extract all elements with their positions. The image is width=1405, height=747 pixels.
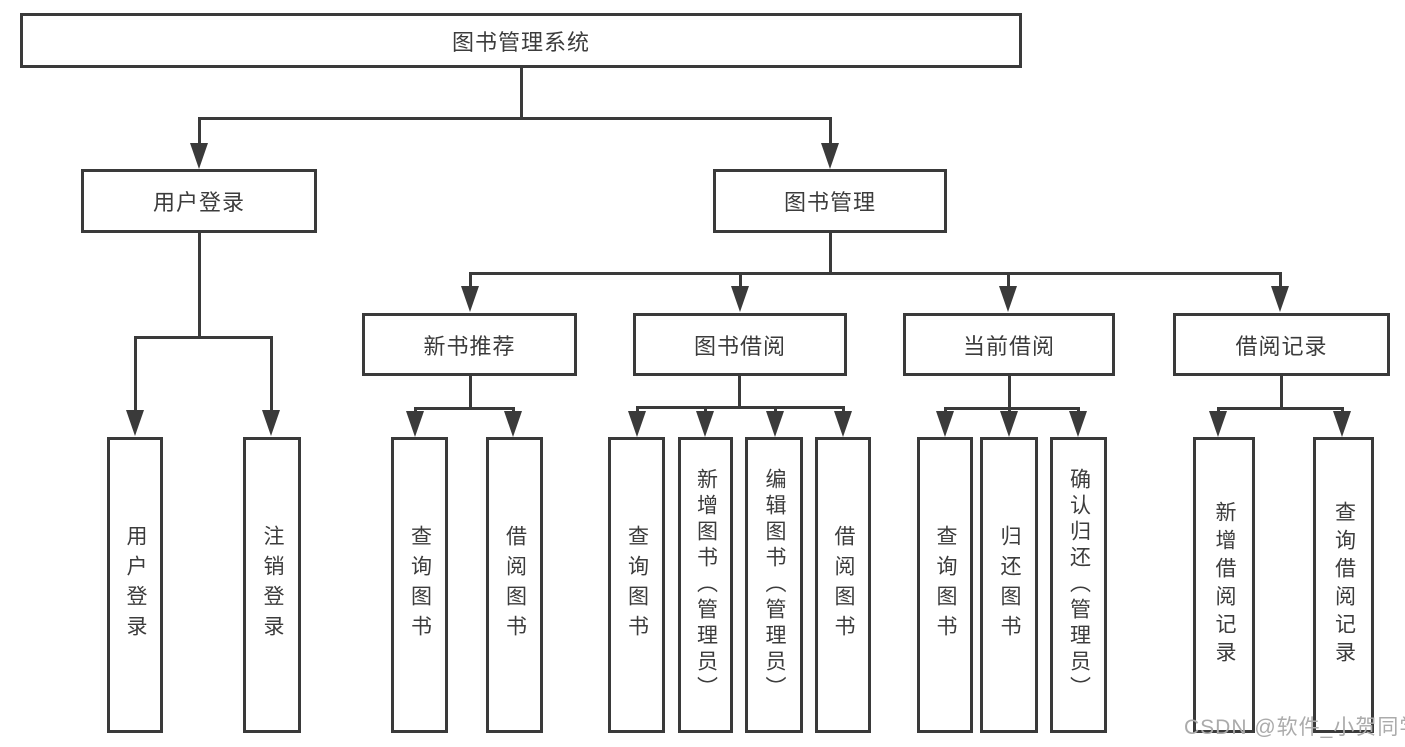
leaf-recommend-borrow-book: 借阅图书 [486, 437, 543, 733]
node-label: 图书管理 [783, 190, 876, 215]
node-label: 图书借阅 [693, 333, 786, 359]
node-label: 新增借阅记录 [1213, 501, 1236, 669]
connector-user-login-stem [198, 233, 201, 339]
node-label: 编辑图书（管理员） [763, 468, 786, 702]
connector-to-borrowing-records [1279, 272, 1282, 290]
arrowhead-down-icon [696, 411, 714, 437]
leaf-user-login: 用户登录 [107, 437, 163, 733]
node-label: 当前借阅 [962, 333, 1055, 359]
leaf-borrowing-edit-book: 编辑图书（管理员） [745, 437, 803, 733]
connector-recommend-stem [469, 376, 472, 409]
leaf-records-add-record: 新增借阅记录 [1193, 437, 1255, 733]
connector-records-stem [1280, 376, 1283, 409]
connector-root-rail [198, 117, 832, 120]
arrowhead-down-icon [461, 286, 479, 312]
connector-current-stem [1008, 376, 1011, 409]
leaf-logout: 注销登录 [243, 437, 301, 733]
leaf-borrowing-query-book: 查询图书 [608, 437, 665, 733]
node-label: 借阅图书 [503, 525, 527, 645]
connector-to-current-borrowing [1007, 272, 1010, 290]
connector-recommend-rail [414, 407, 514, 410]
arrowhead-down-icon [126, 410, 144, 436]
connector-root-to-book-management [829, 117, 832, 149]
arrowhead-down-icon [628, 411, 646, 437]
connector-user-login-rail [134, 336, 273, 339]
node-root-library-system: 图书管理系统 [20, 13, 1022, 68]
node-label: 借阅图书 [832, 525, 855, 645]
connector-to-book-borrowing [739, 272, 742, 290]
node-label: 确认归还（管理员） [1067, 468, 1091, 702]
arrowhead-down-icon [1271, 286, 1289, 312]
csdn-watermark: CSDN @软件_小贺同学 [1184, 716, 1405, 739]
node-label: 注销登录 [261, 525, 284, 645]
node-label: 用户登录 [124, 525, 147, 645]
node-user-login: 用户登录 [81, 169, 317, 233]
arrowhead-down-icon [999, 286, 1017, 312]
node-label: 查询借阅记录 [1332, 501, 1356, 669]
leaf-borrowing-add-book: 新增图书（管理员） [678, 437, 733, 733]
node-label: 图书管理系统 [451, 29, 590, 55]
node-borrowing-records: 借阅记录 [1173, 313, 1390, 376]
leaf-current-query-book: 查询图书 [917, 437, 973, 733]
arrowhead-down-icon [1209, 411, 1227, 437]
node-label: 借阅记录 [1235, 333, 1328, 359]
arrowhead-down-icon [731, 286, 749, 312]
node-new-book-recommend: 新书推荐 [362, 313, 577, 376]
node-label: 用户登录 [152, 190, 245, 215]
node-label: 新增图书（管理员） [694, 468, 718, 702]
connector-records-rail [1217, 407, 1344, 410]
arrowhead-down-icon [504, 411, 522, 437]
connector-borrowing-rail [636, 406, 845, 409]
arrowhead-down-icon [406, 411, 424, 437]
connector-book-management-rail [469, 272, 1282, 275]
node-current-borrowing: 当前借阅 [903, 313, 1115, 376]
node-label: 查询图书 [934, 525, 957, 645]
node-book-borrowing: 图书借阅 [633, 313, 847, 376]
node-label: 新书推荐 [423, 333, 516, 359]
arrowhead-down-icon [936, 411, 954, 437]
connector-to-logout-leaf [270, 336, 273, 414]
leaf-recommend-query-book: 查询图书 [391, 437, 448, 733]
leaf-current-return-book: 归还图书 [980, 437, 1038, 733]
connector-borrowing-stem [738, 376, 741, 409]
arrowhead-down-icon [1333, 411, 1351, 437]
node-label: 归还图书 [998, 525, 1021, 645]
arrowhead-down-icon [821, 143, 839, 169]
connector-to-new-book-recommend [469, 272, 472, 290]
connector-book-management-stem [829, 233, 832, 275]
connector-current-rail [944, 407, 1080, 410]
arrowhead-down-icon [190, 143, 208, 169]
arrowhead-down-icon [766, 411, 784, 437]
leaf-records-query-record: 查询借阅记录 [1313, 437, 1374, 733]
connector-root-stem [520, 68, 523, 118]
leaf-borrowing-borrow-book: 借阅图书 [815, 437, 871, 733]
arrowhead-down-icon [834, 411, 852, 437]
arrowhead-down-icon [1000, 411, 1018, 437]
connector-to-user-login-leaf [134, 336, 137, 414]
connector-root-to-user-login [198, 117, 201, 149]
arrowhead-down-icon [262, 410, 280, 436]
arrowhead-down-icon [1069, 411, 1087, 437]
node-label: 查询图书 [625, 525, 649, 645]
node-book-management: 图书管理 [713, 169, 947, 233]
leaf-current-confirm-return: 确认归还（管理员） [1050, 437, 1107, 733]
node-label: 查询图书 [408, 525, 432, 645]
